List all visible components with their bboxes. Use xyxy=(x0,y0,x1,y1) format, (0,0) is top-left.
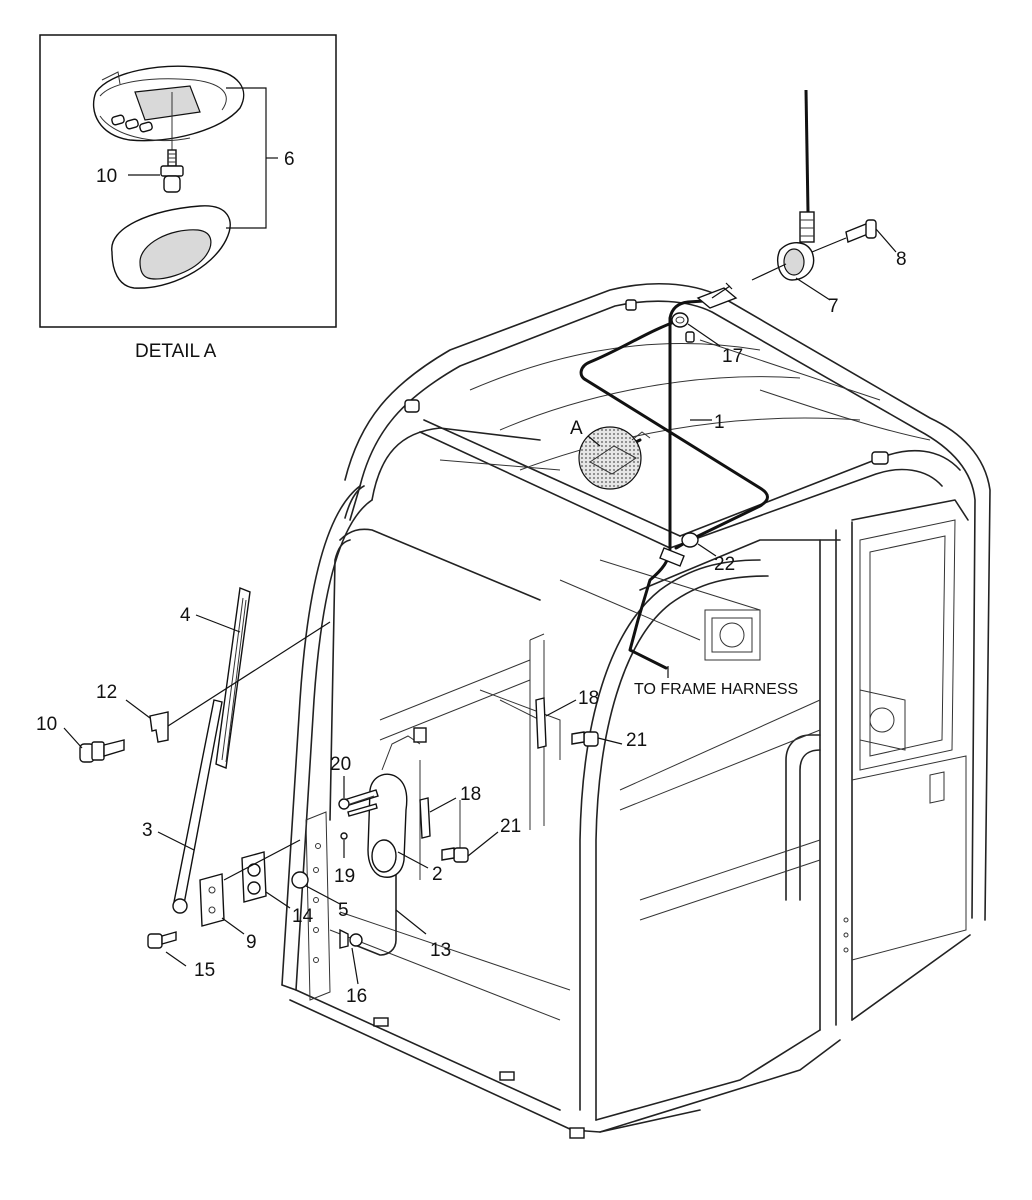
knob-5 xyxy=(291,871,341,905)
callout-1: 1 xyxy=(714,412,725,433)
callout-18-upper: 18 xyxy=(578,688,599,709)
callout-10-main: 10 xyxy=(36,714,57,735)
detail-a-caption: DETAIL A xyxy=(135,341,217,362)
callout-19: 19 xyxy=(334,866,355,887)
antenna-bolt-8 xyxy=(845,219,897,253)
callout-10-detail: 10 xyxy=(96,166,117,187)
screws-19-20 xyxy=(338,776,379,858)
cab-frame xyxy=(281,283,991,1139)
bolt-21-lower xyxy=(441,831,499,863)
bracket-18-upper xyxy=(535,697,577,749)
room-lamp-marker xyxy=(578,426,642,490)
plate-9 xyxy=(199,873,245,935)
view-marker-a: A xyxy=(570,418,583,439)
bracket-18-lower xyxy=(419,797,457,839)
plate-14 xyxy=(223,839,301,909)
callout-21-upper: 21 xyxy=(626,730,647,751)
callout-4: 4 xyxy=(180,605,191,626)
clamp-17 xyxy=(671,312,689,328)
callout-9: 9 xyxy=(246,932,257,953)
callout-13: 13 xyxy=(430,940,451,961)
callout-8: 8 xyxy=(896,249,907,270)
bolt-15 xyxy=(147,931,187,967)
callout-2: 2 xyxy=(432,864,443,885)
callout-22: 22 xyxy=(714,554,735,575)
wiper-blade-4 xyxy=(195,587,251,769)
callout-20: 20 xyxy=(330,754,351,775)
callout-3: 3 xyxy=(142,820,153,841)
callout-14: 14 xyxy=(292,906,314,927)
wiper-bracket-12 xyxy=(125,621,331,743)
antenna-7 xyxy=(751,89,847,301)
cover-2 xyxy=(367,727,429,878)
harness-note: TO FRAME HARNESS xyxy=(634,681,798,698)
clip-16 xyxy=(339,928,363,985)
callout-15: 15 xyxy=(194,960,215,981)
callout-21-lower: 21 xyxy=(500,816,521,837)
callout-7: 7 xyxy=(828,296,839,317)
callout-17: 17 xyxy=(722,346,743,367)
screw-10-detail xyxy=(160,92,184,193)
room-lamp-lens xyxy=(111,205,231,289)
callout-18-lower: 18 xyxy=(460,784,481,805)
antenna-connector xyxy=(696,282,738,309)
callout-6: 6 xyxy=(284,149,295,170)
wiper-arm-3 xyxy=(157,699,223,914)
detail-a-border xyxy=(39,34,337,328)
bolt-10-main xyxy=(63,727,125,763)
bolt-21-upper xyxy=(571,731,623,747)
room-lamp-housing xyxy=(92,65,245,142)
callout-12: 12 xyxy=(96,682,117,703)
callout-5: 5 xyxy=(338,900,349,921)
callout-16: 16 xyxy=(346,986,367,1007)
room-lamp-view-a xyxy=(578,426,651,490)
detail-a-panel: 10 6 xyxy=(39,34,337,328)
clamp-22 xyxy=(659,532,699,567)
